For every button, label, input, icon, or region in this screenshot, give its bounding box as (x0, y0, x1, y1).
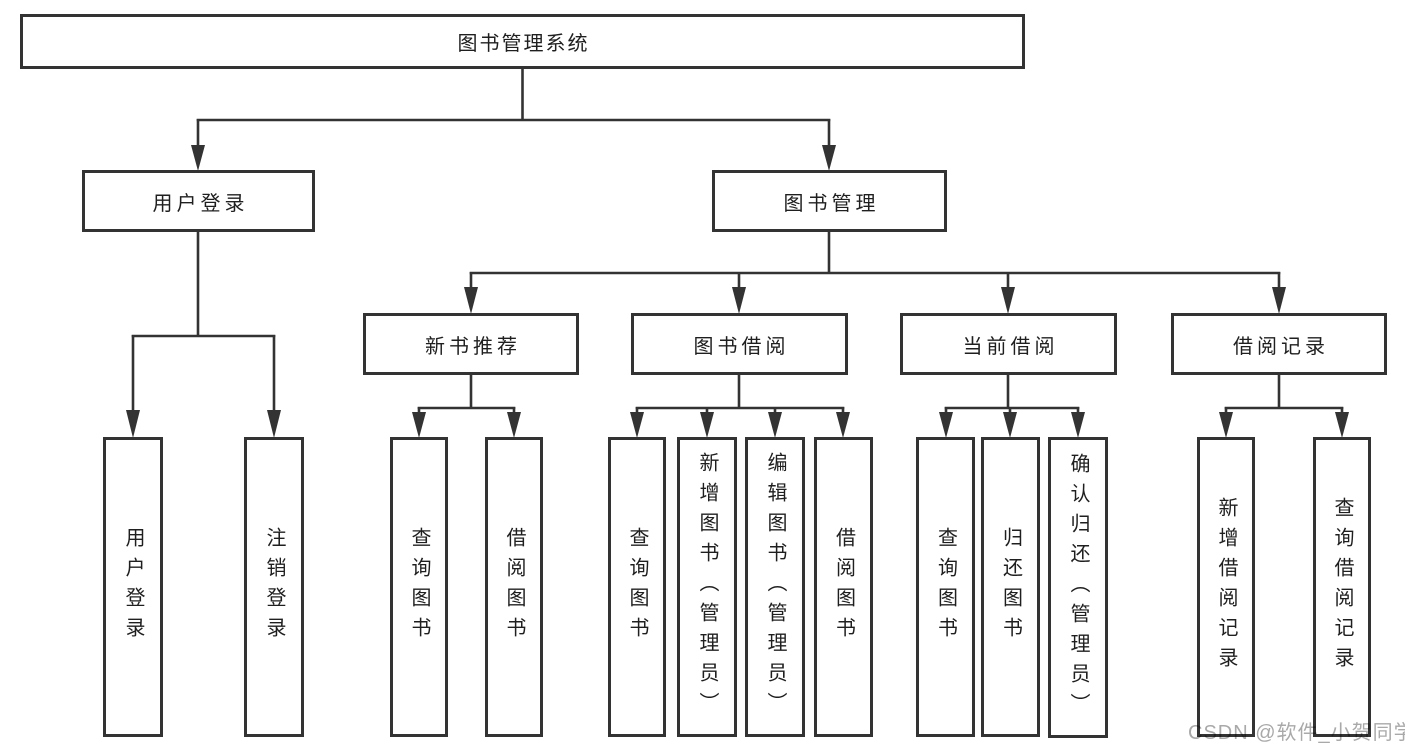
leaf-user-login: 用户登录 (103, 437, 163, 737)
leaf-confirm-return-admin: 确认归还（管理员） (1048, 437, 1108, 738)
leaf-query-borrow-record: 查询借阅记录 (1313, 437, 1371, 737)
node-library-management-system: 图书管理系统 (20, 14, 1025, 69)
leaf-logout: 注销登录 (244, 437, 304, 737)
node-user-login-branch: 用户登录 (82, 170, 315, 232)
node-borrow-records: 借阅记录 (1171, 313, 1387, 375)
node-book-management-branch: 图书管理 (712, 170, 947, 232)
csdn-watermark: CSDN @软件_小贺同学 (1188, 722, 1405, 744)
leaf-borrow-books-1: 借阅图书 (485, 437, 543, 737)
leaf-edit-book-admin: 编辑图书（管理员） (745, 437, 805, 737)
leaf-return-book: 归还图书 (981, 437, 1040, 737)
leaf-query-books-1: 查询图书 (390, 437, 448, 737)
node-new-book-recommend: 新书推荐 (363, 313, 579, 375)
leaf-query-books-2: 查询图书 (608, 437, 666, 737)
leaf-query-books-3: 查询图书 (916, 437, 975, 737)
leaf-add-borrow-record: 新增借阅记录 (1197, 437, 1255, 737)
leaf-borrow-books-2: 借阅图书 (814, 437, 873, 737)
node-book-borrow: 图书借阅 (631, 313, 848, 375)
leaf-add-book-admin: 新增图书（管理员） (677, 437, 737, 737)
node-current-borrow: 当前借阅 (900, 313, 1117, 375)
